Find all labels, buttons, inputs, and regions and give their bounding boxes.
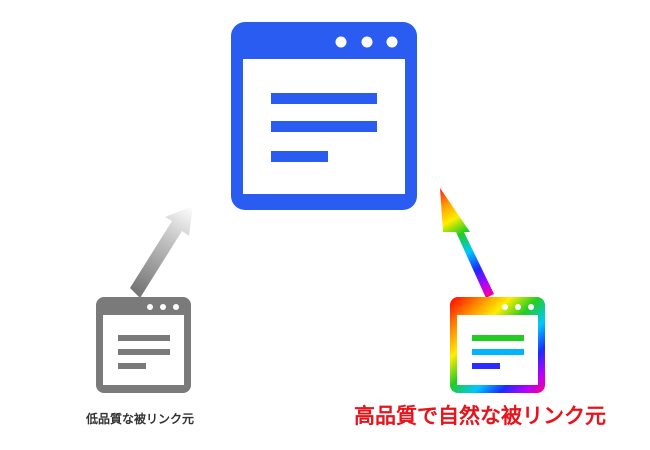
text-line bbox=[472, 335, 524, 341]
window-dot-icon bbox=[335, 36, 347, 48]
low-quality-window-icon bbox=[96, 297, 191, 393]
window-dot-icon bbox=[502, 304, 508, 310]
high-quality-source-label: 高品質で自然な被リンク元 bbox=[354, 404, 606, 428]
window-dot-icon bbox=[173, 304, 179, 310]
window-dot-icon bbox=[528, 304, 534, 310]
text-line bbox=[118, 349, 170, 355]
window-dot-icon bbox=[147, 304, 153, 310]
window-dot-icon bbox=[515, 304, 521, 310]
window-dot-icon bbox=[160, 304, 166, 310]
low-quality-link-arrow bbox=[130, 206, 193, 298]
main-window-icon bbox=[231, 22, 417, 210]
text-line bbox=[271, 93, 377, 104]
text-line bbox=[118, 363, 146, 369]
window-dot-icon bbox=[361, 36, 373, 48]
text-line bbox=[271, 121, 377, 132]
high-quality-window-icon bbox=[450, 297, 545, 393]
text-line bbox=[472, 349, 524, 355]
text-line bbox=[472, 363, 500, 369]
window-dot-icon bbox=[386, 36, 398, 48]
text-line bbox=[118, 335, 170, 341]
high-quality-link-arrow bbox=[440, 188, 494, 298]
text-line bbox=[271, 151, 328, 162]
low-quality-source-label: 低品質な被リンク元 bbox=[85, 412, 194, 426]
